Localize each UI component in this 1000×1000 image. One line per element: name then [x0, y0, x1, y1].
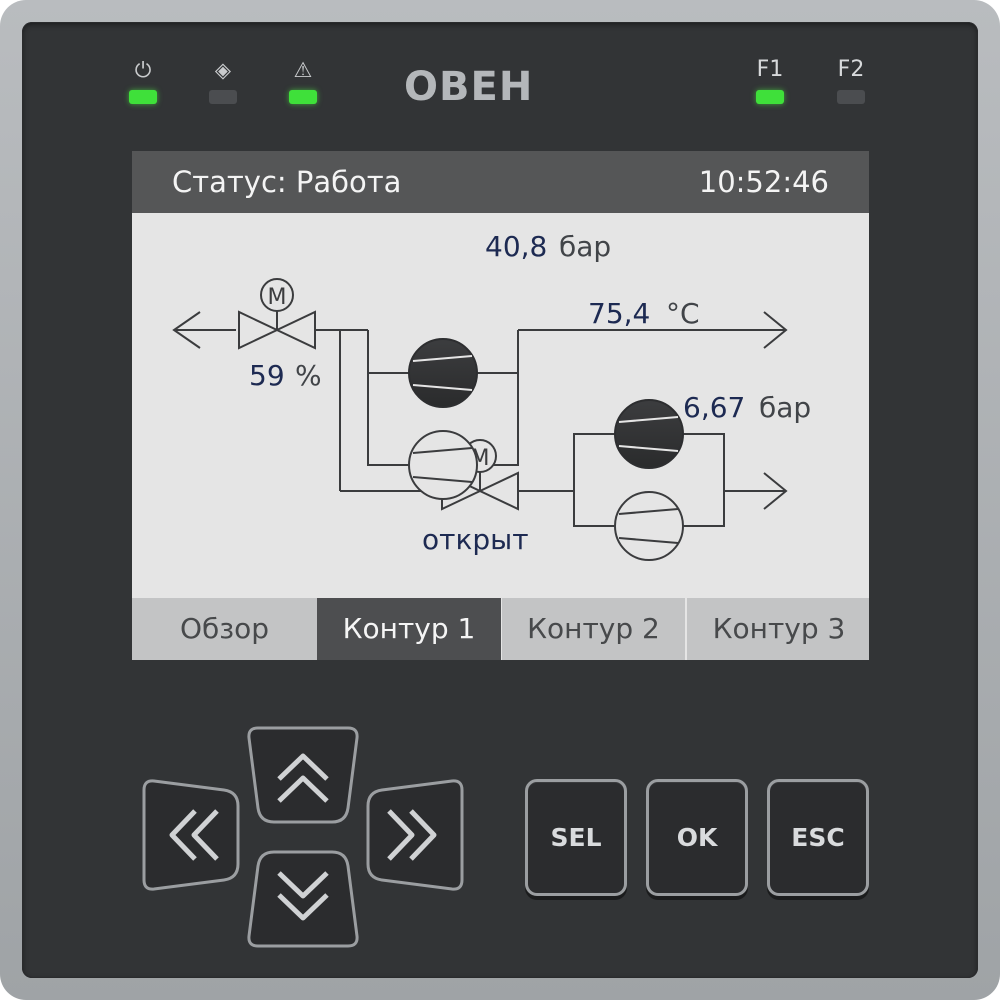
- chevron-double-left-icon: [169, 809, 219, 861]
- lower-pressure-value: 6,67: [683, 391, 745, 424]
- upper-inlet-arrow-icon: [763, 311, 788, 349]
- lower-pump-standby-icon: [614, 491, 684, 561]
- upper-pump-running-icon: [408, 338, 478, 408]
- lcd-screen: Статус: Работа 10:52:46: [132, 151, 869, 660]
- diagnostic-led: [209, 90, 237, 104]
- f2-label: F2: [837, 57, 865, 82]
- valve2-status: открыт: [422, 523, 529, 556]
- valve1-motor-icon: [260, 278, 294, 312]
- alarm-led: [289, 90, 317, 104]
- upper-pressure-value: 40,8: [485, 230, 547, 263]
- chevron-double-right-icon: [387, 809, 437, 861]
- right-button[interactable]: [362, 776, 466, 894]
- down-button[interactable]: [244, 846, 362, 950]
- diagnostic-icon: ◈: [214, 58, 232, 82]
- lower-pump-running-icon: [614, 399, 684, 469]
- valve2-right-wedge: [477, 471, 519, 511]
- valve1-opening-unit: %: [295, 359, 322, 392]
- lower-pressure-unit: бар: [759, 391, 811, 424]
- tab-circuit-1[interactable]: Контур 1: [317, 598, 501, 660]
- sel-button[interactable]: SEL: [525, 779, 627, 896]
- upper-pump-standby-icon: [408, 430, 478, 500]
- valve1-motor-label: M: [268, 285, 287, 310]
- esc-button[interactable]: ESC: [767, 779, 869, 896]
- valve1-left-wedge: [238, 310, 280, 350]
- f1-label: F1: [756, 57, 784, 82]
- valve1-opening-value: 59: [249, 359, 285, 392]
- f2-indicator: F2: [831, 58, 871, 104]
- esc-button-label: ESC: [791, 823, 845, 852]
- f1-led: [756, 90, 784, 104]
- power-indicator: ⏻: [123, 58, 163, 104]
- brand-logo: OBEH: [404, 64, 568, 110]
- valve1-right-wedge: [274, 310, 316, 350]
- warning-icon: ⚠: [293, 58, 313, 82]
- f2-led: [837, 90, 865, 104]
- brand-logo-text: OBEH: [404, 64, 534, 110]
- f1-indicator: F1: [750, 58, 790, 104]
- outlet-arrow-icon: [172, 311, 201, 349]
- ok-button-label: OK: [676, 823, 718, 852]
- lower-inlet-arrow-icon: [763, 472, 788, 510]
- diagnostic-indicator: ◈: [203, 58, 243, 104]
- hydraulic-diagram: M M 40,8 бар 75,4 °C 59 % 6,67 бар откры…: [172, 230, 811, 561]
- temperature-value: 75,4: [588, 297, 650, 330]
- sel-button-label: SEL: [550, 823, 602, 852]
- upper-pressure-unit: бар: [559, 230, 611, 263]
- left-button[interactable]: [140, 776, 244, 894]
- power-led: [129, 90, 157, 104]
- status-text: Статус: Работа: [172, 165, 402, 199]
- alarm-indicator: ⚠: [283, 58, 323, 104]
- temperature-unit: °C: [666, 297, 700, 330]
- tab-circuit-2[interactable]: Контур 2: [501, 598, 685, 660]
- power-icon: ⏻: [134, 58, 152, 82]
- chevron-double-down-icon: [277, 871, 329, 921]
- ok-button[interactable]: OK: [646, 779, 748, 896]
- clock: 10:52:46: [698, 165, 829, 199]
- up-button[interactable]: [244, 724, 362, 828]
- screen-tabs: Обзор Контур 1 Контур 2 Контур 3: [132, 598, 869, 660]
- status-bar: Статус: Работа 10:52:46: [132, 151, 869, 213]
- tab-overview[interactable]: Обзор: [132, 598, 317, 660]
- tab-circuit-3[interactable]: Контур 3: [685, 598, 869, 660]
- chevron-double-up-icon: [277, 753, 329, 803]
